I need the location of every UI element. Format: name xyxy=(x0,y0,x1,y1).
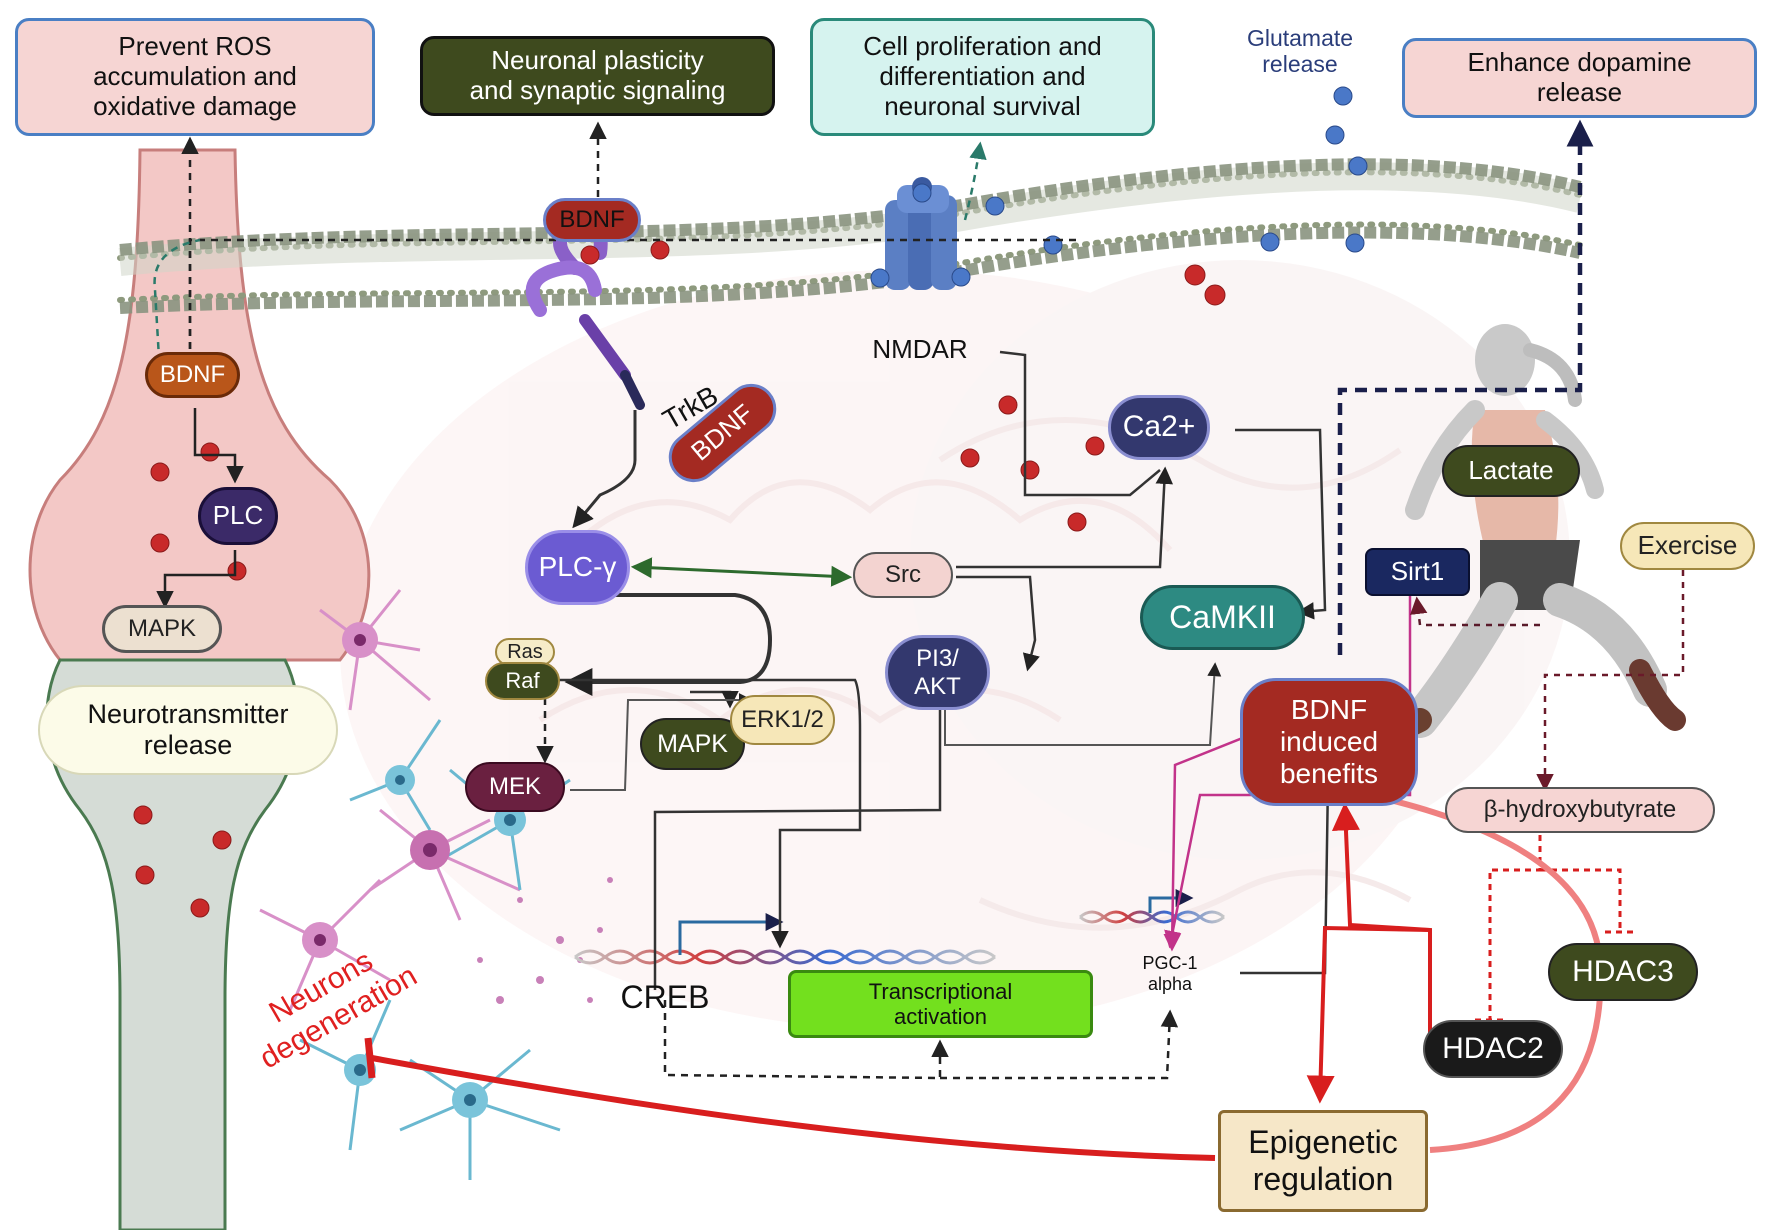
mek-node: MEK xyxy=(465,762,565,812)
outcome-arrows xyxy=(153,119,1594,655)
presynaptic-bdnf-node: BDNF xyxy=(145,352,240,398)
presynaptic-mapk-node: MAPK xyxy=(102,605,222,653)
glutamate-release-label: Glutamate release xyxy=(1246,24,1354,77)
membrane-bdnf-node: BDNF xyxy=(543,198,641,242)
sirt1-node: Sirt1 xyxy=(1365,548,1470,596)
plc-gamma-node: PLC-γ xyxy=(525,530,630,605)
enhance-dopamine-box: Enhance dopamine release xyxy=(1402,38,1757,118)
pgc1-alpha-label: PGC-1 alpha xyxy=(1142,953,1198,994)
neurotransmitter-release-box: Neurotransmitter release xyxy=(38,685,338,775)
src-node: Src xyxy=(853,552,953,598)
creb-label: CREB xyxy=(620,979,710,1016)
hdac3-node: HDAC3 xyxy=(1548,943,1698,1001)
camkii-node: CaMKII xyxy=(1140,585,1305,650)
ca2-node: Ca2+ xyxy=(1108,395,1210,460)
mapk-node: MAPK xyxy=(640,718,745,770)
lactate-node: Lactate xyxy=(1442,445,1580,497)
hdac2-node: HDAC2 xyxy=(1423,1020,1563,1078)
dna-strands xyxy=(574,889,1225,965)
plc-node: PLC xyxy=(198,487,278,545)
bdnf-induced-benefits-box: BDNF induced benefits xyxy=(1240,678,1418,806)
cell-proliferation-box: Cell proliferation and differentiation a… xyxy=(810,18,1155,136)
exercise-node: Exercise xyxy=(1620,522,1755,570)
beta-hydroxybutyrate-node: β-hydroxybutyrate xyxy=(1445,787,1715,833)
molecules xyxy=(133,86,1368,918)
epigenetic-regulation-box: Epigenetic regulation xyxy=(1218,1110,1428,1212)
presynaptic-arrows xyxy=(156,408,244,609)
transcriptional-activation-box: Transcriptional activation xyxy=(788,970,1093,1038)
neuronal-plasticity-box: Neuronal plasticity and synaptic signali… xyxy=(420,36,775,116)
raf-node: Raf xyxy=(485,662,560,700)
nmdar-label: NMDAR xyxy=(872,334,968,365)
prevent-ros-box: Prevent ROS accumulation and oxidative d… xyxy=(15,18,375,136)
signaling-arrows xyxy=(498,350,1337,1080)
neuron-cells xyxy=(259,589,613,1180)
erk12-node: ERK1/2 xyxy=(730,695,835,745)
pi3-akt-node: PI3/ AKT xyxy=(885,635,990,710)
